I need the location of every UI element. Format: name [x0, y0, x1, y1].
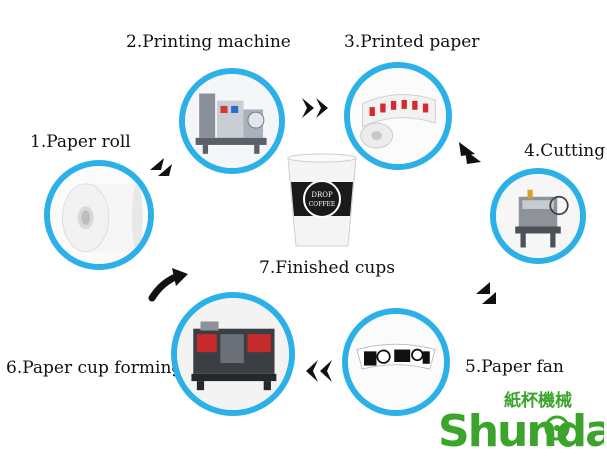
- step-label-printing-machine: 2.Printing machine: [126, 32, 291, 52]
- paper-roll-icon: [50, 166, 148, 264]
- paper-fan-circle: [342, 308, 450, 416]
- shunda-logo: 紙杯機械 Shunda: [434, 384, 607, 456]
- cutting-circle: [490, 168, 586, 264]
- cup-brand-line2: COFFEE: [309, 201, 336, 208]
- step-label-cutting: 4.Cutting: [524, 141, 606, 161]
- coffee-cup-icon: DROP COFFEE: [287, 153, 357, 247]
- cutting-machine-icon: [496, 174, 580, 258]
- arrow-forming-to-finished: [148, 268, 188, 302]
- step-label-paper-roll: 1.Paper roll: [30, 132, 131, 152]
- cup-brand-line1: DROP: [311, 191, 333, 199]
- arrow-roll-to-printing: [150, 158, 172, 176]
- arrow-cutting-to-fan: [476, 282, 496, 304]
- logo-chinese-text: 紙杯機械: [504, 390, 572, 411]
- printing-machine-circle: [179, 68, 285, 174]
- step-label-paper-fan: 5.Paper fan: [465, 357, 564, 377]
- shunda-logo-graphic: 紙杯機械 Shunda: [438, 390, 607, 456]
- arrow-fan-to-forming: [306, 360, 332, 382]
- step-label-finished-cups: 7.Finished cups: [259, 258, 395, 278]
- step-label-cup-forming: 6.Paper cup forming: [6, 358, 183, 378]
- logo-latin-text: Shunda: [438, 406, 604, 452]
- printed-paper-circle: [344, 62, 452, 170]
- logo-wheel-icon: [544, 415, 570, 441]
- printed-paper-icon: [350, 68, 446, 164]
- arrow-printed-to-cutting: [459, 142, 481, 164]
- paper-fan-icon: [348, 314, 444, 410]
- arrow-printing-to-printed: [302, 98, 328, 118]
- paper-roll-circle: [44, 160, 154, 270]
- cup-forming-circle: [171, 292, 295, 416]
- printing-machine-icon: [185, 74, 279, 168]
- step-label-printed-paper: 3.Printed paper: [344, 32, 480, 52]
- cup-forming-machine-icon: [177, 298, 289, 410]
